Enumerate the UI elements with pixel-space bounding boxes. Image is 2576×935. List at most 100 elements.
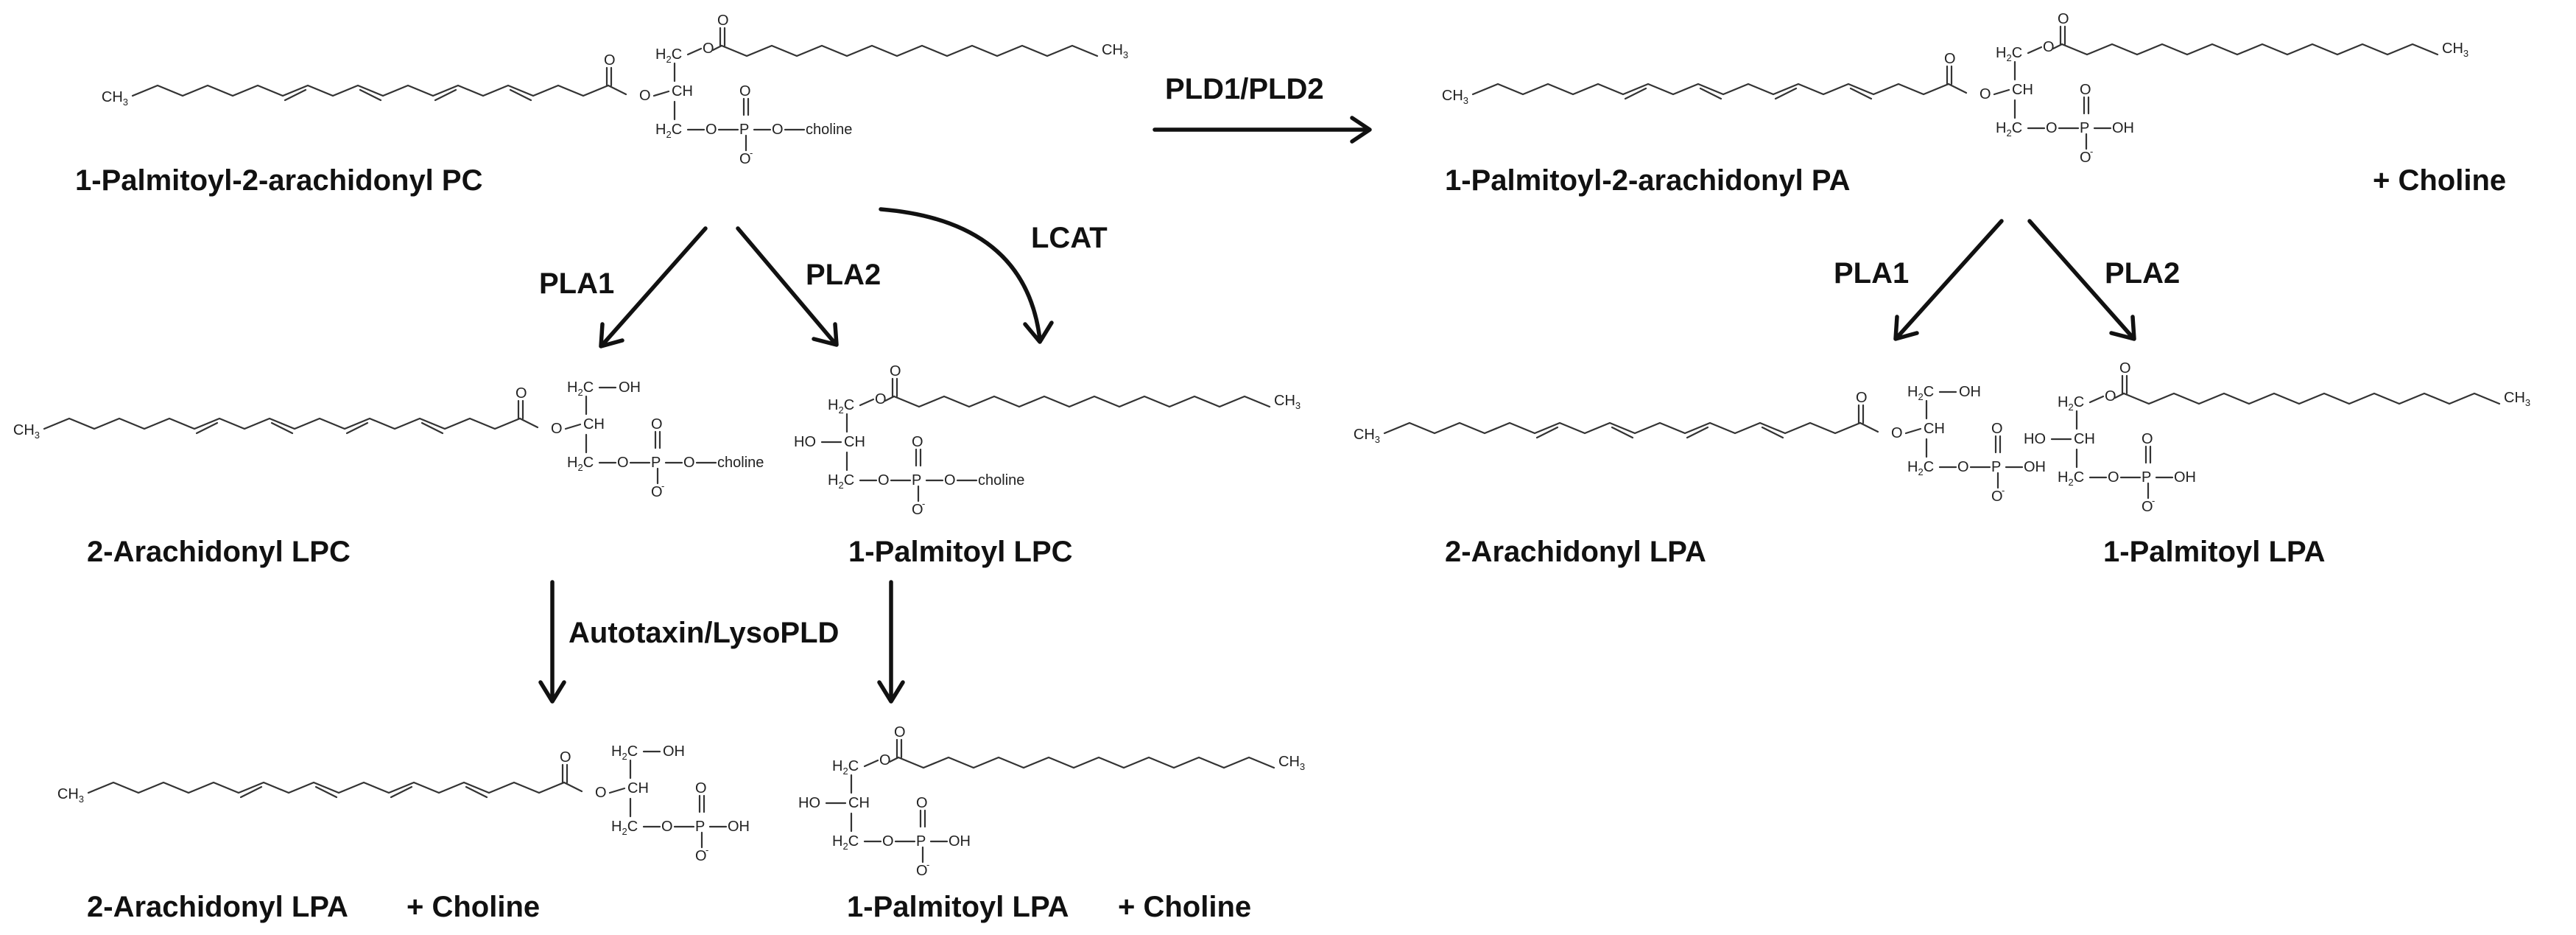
atom-label: OH (949, 833, 971, 850)
atom-label: H2C (1996, 45, 2022, 63)
atom-label: O (695, 780, 707, 796)
double-bond (1761, 426, 1784, 439)
compound-palmitoyl-lpa-bottom-byproduct: + Choline (1118, 891, 1251, 923)
arachidonyl-chain (1383, 421, 1862, 435)
double-bond (1774, 87, 1798, 100)
palmitoyl-chain (2122, 392, 2501, 405)
atom-label: O (639, 88, 651, 104)
bond (1859, 421, 1879, 433)
arrow-pla2-left (736, 226, 839, 347)
double-bond (1611, 426, 1634, 439)
methyl-label: CH3 (2442, 41, 2468, 59)
double-bond (314, 785, 338, 799)
atom-label: O (890, 363, 901, 379)
atom-label: H2C (828, 397, 854, 416)
double-bond (390, 785, 413, 799)
atom-label: O (515, 385, 527, 402)
enzyme-pla1-right-label: PLA1 (1834, 257, 1909, 290)
atom-label: O (651, 416, 663, 433)
bond (1947, 83, 1968, 94)
atom-label: O (916, 863, 928, 879)
atom-label: O (916, 795, 928, 811)
compound-arachidonyl-lpa-right-label: 2-Arachidonyl LPA (1445, 536, 1706, 568)
methyl-label: CH3 (57, 786, 84, 805)
enzyme-autotaxin-label: Autotaxin/LysoPLD (569, 617, 839, 649)
atom-label: P (1991, 459, 2001, 475)
atom-label: O (661, 819, 673, 835)
bond (1993, 88, 2010, 96)
atom-label: OH (1959, 384, 1981, 400)
atom-label: P (912, 472, 921, 488)
arrow-pla2-right (2027, 219, 2136, 341)
double-bond (509, 88, 532, 102)
arrow-pld (1152, 116, 1372, 144)
bond (863, 759, 879, 768)
atom-label: H2C (832, 758, 859, 777)
atom-label: H2C (655, 122, 682, 140)
choline-label: choline (717, 455, 764, 471)
choline-label: choline (806, 122, 852, 138)
bond (607, 84, 627, 96)
double-bond (345, 421, 369, 435)
atom-label: O (2080, 82, 2091, 98)
compound-pa-byproduct: + Choline (2373, 164, 2506, 197)
atom-label: O (2108, 469, 2119, 486)
atom-label: H2C (1907, 384, 1934, 402)
methyl-label: CH3 (13, 422, 40, 441)
atom-label: O (912, 502, 923, 518)
atom-label: O (617, 455, 629, 471)
compound-arachidonyl-lpa-bottom-byproduct: + Choline (407, 891, 540, 923)
double-bond (359, 88, 382, 102)
atom-label: O (912, 434, 923, 450)
arachidonyl-chain (1471, 83, 1950, 96)
atom-label: O (2043, 39, 2055, 55)
double-bond (420, 421, 444, 435)
choline-label: choline (978, 472, 1024, 488)
atom-label: O (651, 484, 663, 500)
atom-label: O (604, 52, 616, 69)
atom-label: H2C (2058, 469, 2084, 488)
atom-label: CH (848, 795, 870, 811)
atom-label: H2C (655, 46, 682, 65)
double-bond (465, 785, 488, 799)
palmitoyl-chain (893, 395, 1271, 408)
atom-label: HO (794, 434, 816, 450)
palmitoyl-chain (2061, 43, 2439, 56)
double-bond (284, 88, 307, 102)
atom-label: OH (619, 379, 641, 396)
methyl-label: CH3 (2504, 390, 2530, 408)
atom-label: P (651, 455, 661, 471)
methyl-label: CH3 (1442, 88, 1468, 106)
enzyme-pla2-right-label: PLA2 (2105, 257, 2180, 290)
arrow-lcat (879, 207, 1054, 344)
atom-label: CH (844, 434, 865, 450)
methyl-label: CH3 (1102, 42, 1128, 60)
atom-label: O (595, 785, 607, 801)
atom-label: O (717, 13, 729, 29)
atom-label: OH (2174, 469, 2196, 486)
atom-label: O (560, 749, 571, 766)
atom-label: O (2142, 431, 2153, 447)
atom-label: OH (2024, 459, 2046, 475)
compound-palmitoyl-lpc-label: 1-Palmitoyl LPC (848, 536, 1073, 568)
enzyme-pla1-left-label: PLA1 (539, 267, 614, 300)
atom-label: O (683, 455, 695, 471)
atom-label: H2C (567, 455, 594, 473)
atom-label: O (1991, 488, 2003, 505)
atom-label: HO (798, 795, 820, 811)
atom-label: O (878, 472, 890, 488)
atom-label: H2C (832, 833, 859, 852)
atom-label: P (739, 122, 749, 138)
atom-label: H2C (1996, 120, 2022, 139)
atom-label: O (705, 122, 717, 138)
atom-label: - (750, 147, 753, 158)
atom-label: O (2046, 120, 2058, 136)
bond (608, 787, 626, 794)
double-bond (434, 88, 457, 102)
palmitoyl-chain (720, 44, 1099, 57)
atom-label: P (2142, 469, 2151, 486)
